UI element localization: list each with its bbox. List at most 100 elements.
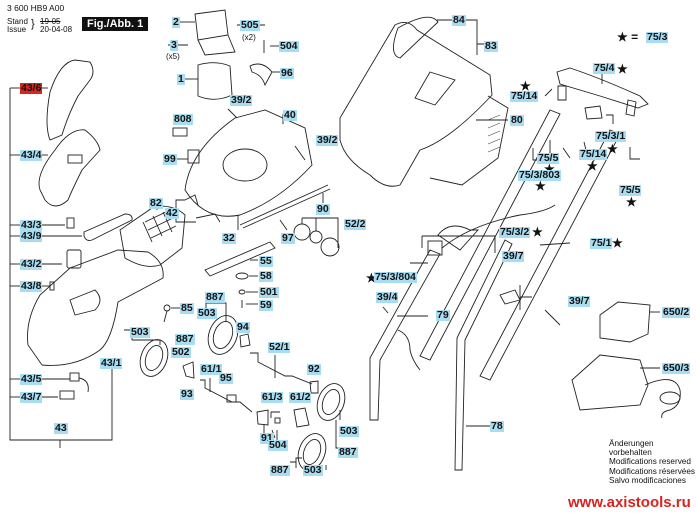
part-label-92[interactable]: 92 xyxy=(307,363,321,375)
modifications-note: Änderungen vorbehalten Modifications res… xyxy=(609,439,697,485)
part-label-43-7[interactable]: 43/7 xyxy=(20,391,43,403)
star-icon: ★ xyxy=(612,236,623,250)
part-label-503-a[interactable]: 503 xyxy=(197,307,217,319)
part-label-501[interactable]: 501 xyxy=(259,286,279,298)
part-label-75-3-1[interactable]: 75/3/1 xyxy=(595,130,627,142)
part-label-61-1[interactable]: 61/1 xyxy=(200,363,223,375)
wheel-shape xyxy=(139,339,169,377)
part-label-42[interactable]: 42 xyxy=(165,207,179,219)
part-label-39-7-a[interactable]: 39/7 xyxy=(502,250,525,262)
part-label-43-2[interactable]: 43/2 xyxy=(20,258,43,270)
star-note-ref[interactable]: 75/3 xyxy=(646,31,669,43)
part-label-83[interactable]: 83 xyxy=(484,40,498,52)
part-label-79[interactable]: 79 xyxy=(436,309,450,321)
part-label-82[interactable]: 82 xyxy=(149,197,163,209)
part-label-3[interactable]: 3 xyxy=(170,39,178,51)
part-label-90[interactable]: 90 xyxy=(316,203,330,215)
charger-cord xyxy=(644,379,681,419)
part-label-91[interactable]: 91 xyxy=(260,432,274,444)
part-label-504-top[interactable]: 504 xyxy=(279,40,299,52)
part-label-96[interactable]: 96 xyxy=(280,67,294,79)
part-label-61-3[interactable]: 61/3 xyxy=(261,391,284,403)
part-43-6-shape xyxy=(46,59,94,141)
part-label-99[interactable]: 99 xyxy=(163,153,177,165)
part-label-505[interactable]: 505 xyxy=(240,19,260,31)
part-label-502[interactable]: 502 xyxy=(171,346,191,358)
part-label-43-6[interactable]: 43/6 xyxy=(20,82,43,94)
star-icon: ★ xyxy=(532,225,543,239)
part-label-504-b[interactable]: 504 xyxy=(268,439,288,451)
note-en: Modifications reserved xyxy=(609,457,691,467)
cable-75-3-2 xyxy=(441,204,556,249)
part-label-43-3[interactable]: 43/3 xyxy=(20,219,43,231)
part-label-55[interactable]: 55 xyxy=(259,255,273,267)
part-label-75-3-803[interactable]: 75/3/803 xyxy=(518,169,561,181)
note-es: Salvo modificaciones xyxy=(609,475,686,485)
star-icon: ★ xyxy=(626,195,637,209)
part-83-grassbox-shape xyxy=(339,21,493,187)
document-number: 3 600 HB9 A00 xyxy=(7,3,65,13)
part-label-75-4[interactable]: 75/4 xyxy=(593,62,616,74)
part-label-503-d[interactable]: 503 xyxy=(303,464,323,476)
part-label-39-2-b[interactable]: 39/2 xyxy=(316,134,339,146)
note-fr: Modifications réservées xyxy=(609,466,696,476)
part-82-shape xyxy=(119,205,186,267)
star-icon: ★ xyxy=(617,62,628,76)
part-label-75-1[interactable]: 75/1 xyxy=(590,237,613,249)
part-label-43-8[interactable]: 43/8 xyxy=(20,280,43,292)
part-label-58[interactable]: 58 xyxy=(259,270,273,282)
star-icon: ★ xyxy=(520,79,531,93)
wheel-shape xyxy=(207,315,239,355)
part-label-39-4[interactable]: 39/4 xyxy=(376,291,399,303)
part-label-1[interactable]: 1 xyxy=(177,73,185,85)
part-label-650-3[interactable]: 650/3 xyxy=(662,362,691,374)
part-label-95[interactable]: 95 xyxy=(219,372,233,384)
part-label-84[interactable]: 84 xyxy=(452,14,466,26)
part-label-39-7-b[interactable]: 39/7 xyxy=(568,295,591,307)
issue-label: Issue xyxy=(7,25,27,34)
part-label-43[interactable]: 43 xyxy=(54,422,68,434)
part-label-93[interactable]: 93 xyxy=(180,388,194,400)
grid-82 xyxy=(142,209,177,243)
part-label-61-2[interactable]: 61/2 xyxy=(289,391,312,403)
part-label-43-1[interactable]: 43/1 xyxy=(100,357,123,369)
part-650-3-charger-shape xyxy=(571,354,649,411)
part-label-503-c[interactable]: 503 xyxy=(339,425,359,437)
part-label-80[interactable]: 80 xyxy=(510,114,524,126)
part-label-78[interactable]: 78 xyxy=(490,420,504,432)
brace: } xyxy=(31,18,35,30)
part-label-43-5[interactable]: 43/5 xyxy=(20,373,43,385)
note-de: Änderungen vorbehalten xyxy=(609,439,654,458)
part-label-887-c[interactable]: 887 xyxy=(338,446,358,458)
part-label-75-3-804[interactable]: 75/3/804 xyxy=(374,271,417,283)
part-label-887-a[interactable]: 887 xyxy=(205,291,225,303)
part-label-97[interactable]: 97 xyxy=(281,232,295,244)
part-label-503-b[interactable]: 503 xyxy=(130,326,150,338)
part-label-94[interactable]: 94 xyxy=(236,321,250,333)
part-label-650-2[interactable]: 650/2 xyxy=(662,306,691,318)
part-label-52-1[interactable]: 52/1 xyxy=(268,341,291,353)
part-75-1-tube-shape xyxy=(419,109,561,361)
part-label-43-9[interactable]: 43/9 xyxy=(20,230,43,242)
part-label-75-14-a[interactable]: 75/14 xyxy=(510,90,539,102)
part-label-59[interactable]: 59 xyxy=(259,299,273,311)
part-label-75-5-a[interactable]: 75/5 xyxy=(537,152,560,164)
figure-label: Fig./Abb. 1 xyxy=(82,17,149,31)
part-label-43-4[interactable]: 43/4 xyxy=(20,149,43,161)
part-label-39-2-a[interactable]: 39/2 xyxy=(230,94,253,106)
part-label-32[interactable]: 32 xyxy=(222,232,236,244)
part-label-808[interactable]: 808 xyxy=(173,113,193,125)
part-55-blade-shape xyxy=(204,241,276,277)
part-label-85[interactable]: 85 xyxy=(180,302,194,314)
part-label-52-2[interactable]: 52/2 xyxy=(344,218,367,230)
part-label-75-14-b[interactable]: 75/14 xyxy=(579,148,608,160)
part-label-75-5-b[interactable]: 75/5 xyxy=(619,184,642,196)
part-label-2[interactable]: 2 xyxy=(172,16,180,28)
part-label-887-d[interactable]: 887 xyxy=(270,464,290,476)
part-label-40[interactable]: 40 xyxy=(283,109,297,121)
part-label-75-3-2[interactable]: 75/3/2 xyxy=(499,226,531,238)
website-link[interactable]: www.axistools.ru xyxy=(568,494,691,511)
qty-3: (x5) xyxy=(166,52,180,61)
part-label-887-b[interactable]: 887 xyxy=(175,333,195,345)
